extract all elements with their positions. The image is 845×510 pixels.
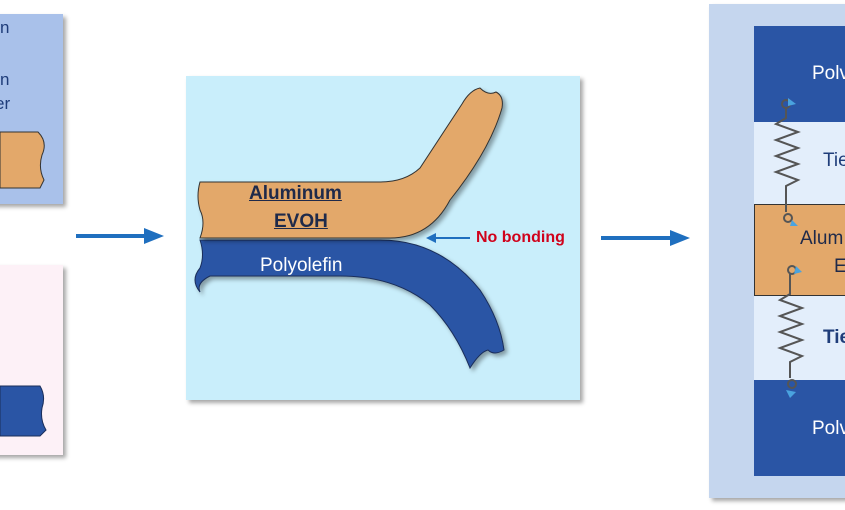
arrow-center-to-right <box>601 230 690 246</box>
layer-label-polyolefin-top: Polv <box>812 63 845 84</box>
layer-label-aluminum: Alum <box>800 228 844 249</box>
layer-polyolefin-top <box>754 26 845 122</box>
left-panel-top-text-2: n <box>0 70 10 89</box>
evoh-label: EVOH <box>274 211 328 232</box>
arrow-left-to-center <box>76 228 164 244</box>
layer-label-polyolefin-bottom: Polv <box>812 418 845 439</box>
left-panel-top-text-1: n <box>0 18 10 37</box>
layer-label-tie-bottom: Tie <box>823 327 845 348</box>
no-bonding-label: No bonding <box>476 229 565 246</box>
layer-label-tie-top: Tie <box>823 150 845 171</box>
aluminum-label: Aluminum <box>249 183 342 204</box>
left-panel-top: n n er <box>0 14 63 204</box>
polyolefin-label: Polyolefin <box>260 255 343 276</box>
left-panel-top-text-3: er <box>0 94 11 113</box>
layer-label-evoh: E <box>834 256 845 277</box>
layer-polyolefin-bottom <box>754 380 845 476</box>
left-panel-bottom <box>0 265 63 455</box>
layer-aluminum <box>754 204 845 296</box>
